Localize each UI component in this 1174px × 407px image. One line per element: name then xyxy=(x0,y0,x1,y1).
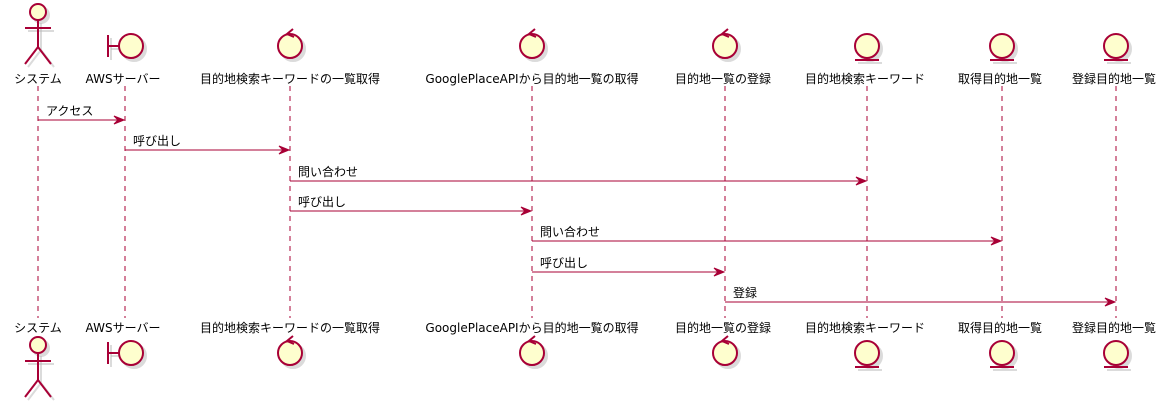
participant-regd-top-entity-icon xyxy=(1103,33,1132,64)
participant-got-top-entity-icon xyxy=(989,33,1018,64)
message-5-label: 問い合わせ xyxy=(540,224,600,239)
participant-aws-bottom-boundary-icon xyxy=(107,340,147,369)
message-6: 呼び出し xyxy=(532,256,726,277)
message-1-label: アクセス xyxy=(46,104,93,118)
participant-reg-top-control-icon xyxy=(712,28,741,62)
participant-reg-top-label: 目的地一覧の登録 xyxy=(675,71,771,86)
participant-gapi-bottom-control-icon xyxy=(519,335,548,369)
participant-reg-bottom-control-icon xyxy=(712,335,741,369)
message-4-arrowhead xyxy=(520,206,533,216)
message-5: 問い合わせ xyxy=(532,224,1003,246)
participant-regd-bottom-entity-icon xyxy=(1103,340,1132,371)
participant-got-top-label: 取得目的地一覧 xyxy=(958,71,1042,86)
message-7-arrowhead xyxy=(1104,297,1117,307)
participant-got-bottom-label: 取得目的地一覧 xyxy=(958,320,1042,335)
participant-kw-top-label: 目的地検索キーワード xyxy=(805,71,925,86)
participant-gapi-bottom-label: GooglePlaceAPIから目的地一覧の取得 xyxy=(425,320,638,335)
message-4: 呼び出し xyxy=(290,195,533,216)
participant-kwget-bottom-label: 目的地検索キーワードの一覧取得 xyxy=(200,320,380,335)
message-3-label: 問い合わせ xyxy=(298,164,358,179)
participant-got-bottom-entity-icon xyxy=(989,340,1018,371)
participant-kwget-bottom-control-icon xyxy=(277,335,306,369)
message-7: 登録 xyxy=(725,285,1117,307)
participant-gapi-top-control-icon xyxy=(519,28,548,62)
participant-system-bottom-actor-icon xyxy=(24,336,55,401)
participants: システムシステムAWSサーバーAWSサーバー目的地検索キーワードの一覧取得目的地… xyxy=(14,3,1156,401)
participant-kw-top-entity-icon xyxy=(854,33,883,64)
participant-reg-bottom-label: 目的地一覧の登録 xyxy=(675,320,771,335)
message-2-arrowhead xyxy=(278,145,291,155)
message-2: 呼び出し xyxy=(125,134,291,155)
message-3-arrowhead xyxy=(855,176,868,186)
message-3: 問い合わせ xyxy=(290,164,868,186)
participant-system-top-actor-icon xyxy=(24,3,55,68)
participant-system-bottom-label: システム xyxy=(14,321,62,335)
message-7-label: 登録 xyxy=(733,285,757,300)
participant-aws-top-boundary-icon xyxy=(107,33,147,62)
participant-gapi-top-label: GooglePlaceAPIから目的地一覧の取得 xyxy=(425,71,638,86)
message-6-label: 呼び出し xyxy=(540,256,588,270)
message-4-label: 呼び出し xyxy=(298,195,346,209)
participant-system-top-label: システム xyxy=(14,72,62,86)
message-2-label: 呼び出し xyxy=(133,134,181,148)
participant-kwget-top-label: 目的地検索キーワードの一覧取得 xyxy=(200,71,380,86)
message-6-arrowhead xyxy=(713,267,726,277)
participant-aws-top-label: AWSサーバー xyxy=(86,72,161,86)
lifelines xyxy=(37,86,1117,318)
participant-kw-bottom-entity-icon xyxy=(854,340,883,371)
participant-regd-bottom-label: 登録目的地一覧 xyxy=(1072,320,1156,335)
participant-kwget-top-control-icon xyxy=(277,28,306,62)
participant-regd-top-label: 登録目的地一覧 xyxy=(1072,71,1156,86)
participant-kw-bottom-label: 目的地検索キーワード xyxy=(805,320,925,335)
message-1-arrowhead xyxy=(113,115,126,125)
message-5-arrowhead xyxy=(990,236,1003,246)
message-1: アクセス xyxy=(38,104,126,125)
participant-aws-bottom-label: AWSサーバー xyxy=(86,321,161,335)
